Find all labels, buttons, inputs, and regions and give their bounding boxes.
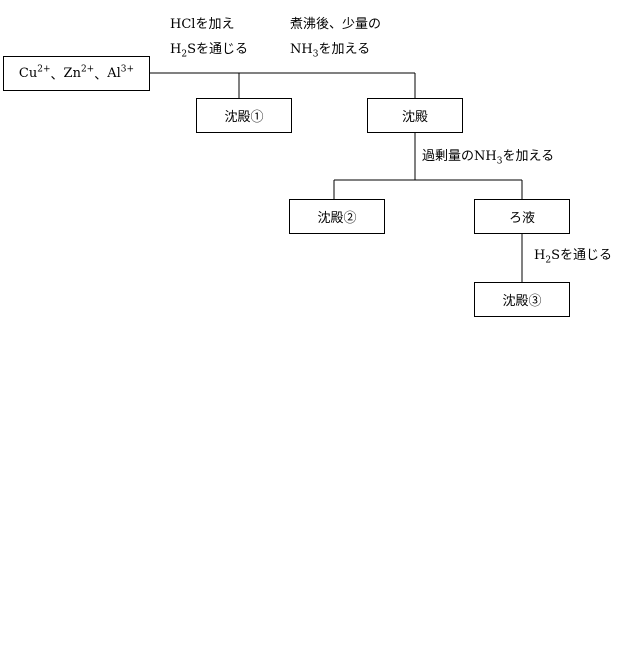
step3-reagent-label: 過剰量のNH3を加える [422, 149, 555, 167]
precipitate-3-box: 沈殿③ [474, 282, 570, 317]
precipitate-2-box: 沈殿② [289, 199, 385, 234]
ion-cu: Cu2+ [18, 64, 51, 81]
step2-reagent-label: 煮沸後、少量の NH3を加える [290, 17, 382, 60]
filtrate-box: ろ液 [474, 199, 570, 234]
start-ions-box: Cu2+、Zn2+、Al3+ [3, 56, 150, 91]
ion-zn: Zn2+ [63, 64, 95, 81]
ion-al: Al3+ [107, 64, 135, 81]
precipitate-1-box: 沈殿① [196, 98, 292, 133]
step1-reagent-label: HClを加え H2Sを通じる [170, 17, 248, 60]
step4-reagent-label: H2Sを通じる [534, 248, 612, 266]
precipitate-box: 沈殿 [367, 98, 463, 133]
